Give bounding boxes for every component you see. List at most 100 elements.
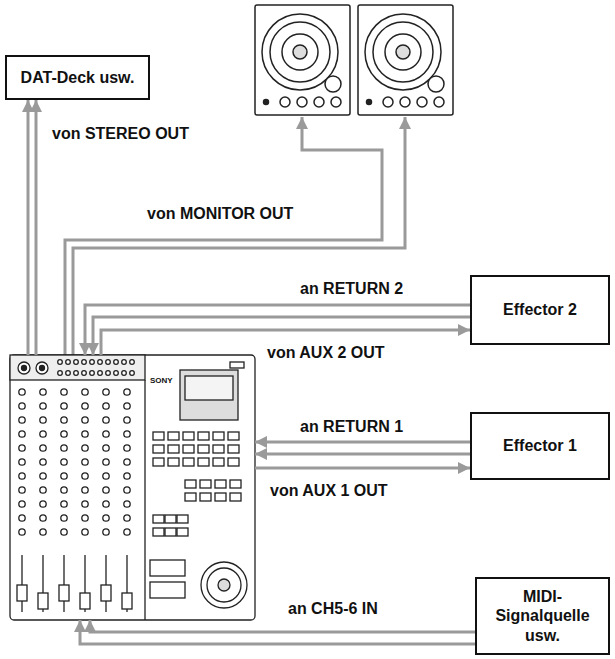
knob <box>82 515 88 521</box>
jack <box>66 360 71 365</box>
jack <box>130 360 135 365</box>
connection-label: an CH5-6 IN <box>286 600 380 618</box>
mixer-unit: SONY <box>10 355 255 620</box>
knob <box>103 459 109 465</box>
jack <box>130 371 135 376</box>
button <box>230 493 241 501</box>
knob <box>40 403 46 409</box>
knob <box>103 487 109 493</box>
jack <box>98 371 103 376</box>
connection-label: von STEREO OUT <box>50 125 191 143</box>
knob <box>103 431 109 437</box>
button <box>165 528 176 536</box>
knob <box>103 417 109 423</box>
jack <box>66 371 71 376</box>
button <box>185 480 196 488</box>
cable <box>255 453 470 456</box>
knob <box>19 403 25 409</box>
monitor-wire <box>65 117 382 355</box>
knob <box>82 445 88 451</box>
fader-slot <box>105 555 106 612</box>
button <box>183 432 194 440</box>
button <box>228 445 239 453</box>
button <box>200 480 211 488</box>
knob <box>124 431 130 437</box>
jack <box>106 371 111 376</box>
knob <box>61 445 67 451</box>
knob <box>40 389 46 395</box>
connection-label: von AUX 1 OUT <box>268 482 390 500</box>
knob <box>40 487 46 493</box>
effector-box: Effector 1 <box>470 412 610 480</box>
button <box>228 432 239 440</box>
knob <box>124 389 130 395</box>
connection-label: an RETURN 2 <box>298 280 405 298</box>
jack <box>90 360 95 365</box>
knob <box>19 459 25 465</box>
cable <box>255 467 470 470</box>
signal-connector <box>255 468 470 469</box>
monitor-wire <box>73 117 405 355</box>
knob <box>19 529 25 535</box>
knob <box>61 501 67 507</box>
fader-slot <box>21 555 22 612</box>
knob <box>124 445 130 451</box>
button <box>183 445 194 453</box>
brand-name: SONY <box>150 377 173 385</box>
knob <box>40 501 46 507</box>
knob <box>19 431 25 437</box>
button <box>198 458 209 466</box>
knob <box>82 403 88 409</box>
output-label: von MONITOR OUT <box>145 205 295 223</box>
knob <box>103 529 109 535</box>
button <box>168 445 179 453</box>
jack <box>122 360 127 365</box>
knob <box>61 529 67 535</box>
box-label: DAT-Deck usw. <box>21 68 135 87</box>
knob <box>40 515 46 521</box>
knob <box>61 389 67 395</box>
knob <box>124 473 130 479</box>
knob <box>82 389 88 395</box>
knob <box>40 431 46 437</box>
speaker-left <box>255 5 350 115</box>
fader-cap <box>122 593 132 609</box>
connection-label: an RETURN 1 <box>298 418 405 436</box>
knob <box>19 487 25 493</box>
source-box: MIDI- Signalquelle usw. <box>475 577 610 655</box>
knob <box>124 501 130 507</box>
jack <box>58 360 63 365</box>
button <box>153 515 164 523</box>
fader-cap <box>38 593 48 609</box>
knob <box>103 445 109 451</box>
cable <box>80 620 475 644</box>
jack <box>58 371 63 376</box>
box-label: MIDI- Signalquelle usw. <box>487 587 599 645</box>
fader-cap <box>101 585 111 601</box>
knob <box>19 445 25 451</box>
jack <box>82 371 87 376</box>
button <box>153 528 164 536</box>
knob <box>19 501 25 507</box>
jack <box>98 360 103 365</box>
fader-cap <box>17 585 27 601</box>
knob <box>103 403 109 409</box>
knob <box>82 459 88 465</box>
knob <box>40 473 46 479</box>
knob <box>82 431 88 437</box>
jack <box>74 360 79 365</box>
knob <box>124 459 130 465</box>
button <box>183 458 194 466</box>
knob <box>61 417 67 423</box>
cable <box>90 620 475 632</box>
connection-label: von AUX 2 OUT <box>265 344 387 362</box>
knob <box>103 501 109 507</box>
cable <box>35 100 38 355</box>
jack <box>106 360 111 365</box>
knob <box>19 473 25 479</box>
knob <box>19 515 25 521</box>
mixer-illustration <box>10 355 255 620</box>
button <box>215 480 226 488</box>
knob <box>61 473 67 479</box>
device-box: DAT-Deck usw. <box>5 55 150 100</box>
